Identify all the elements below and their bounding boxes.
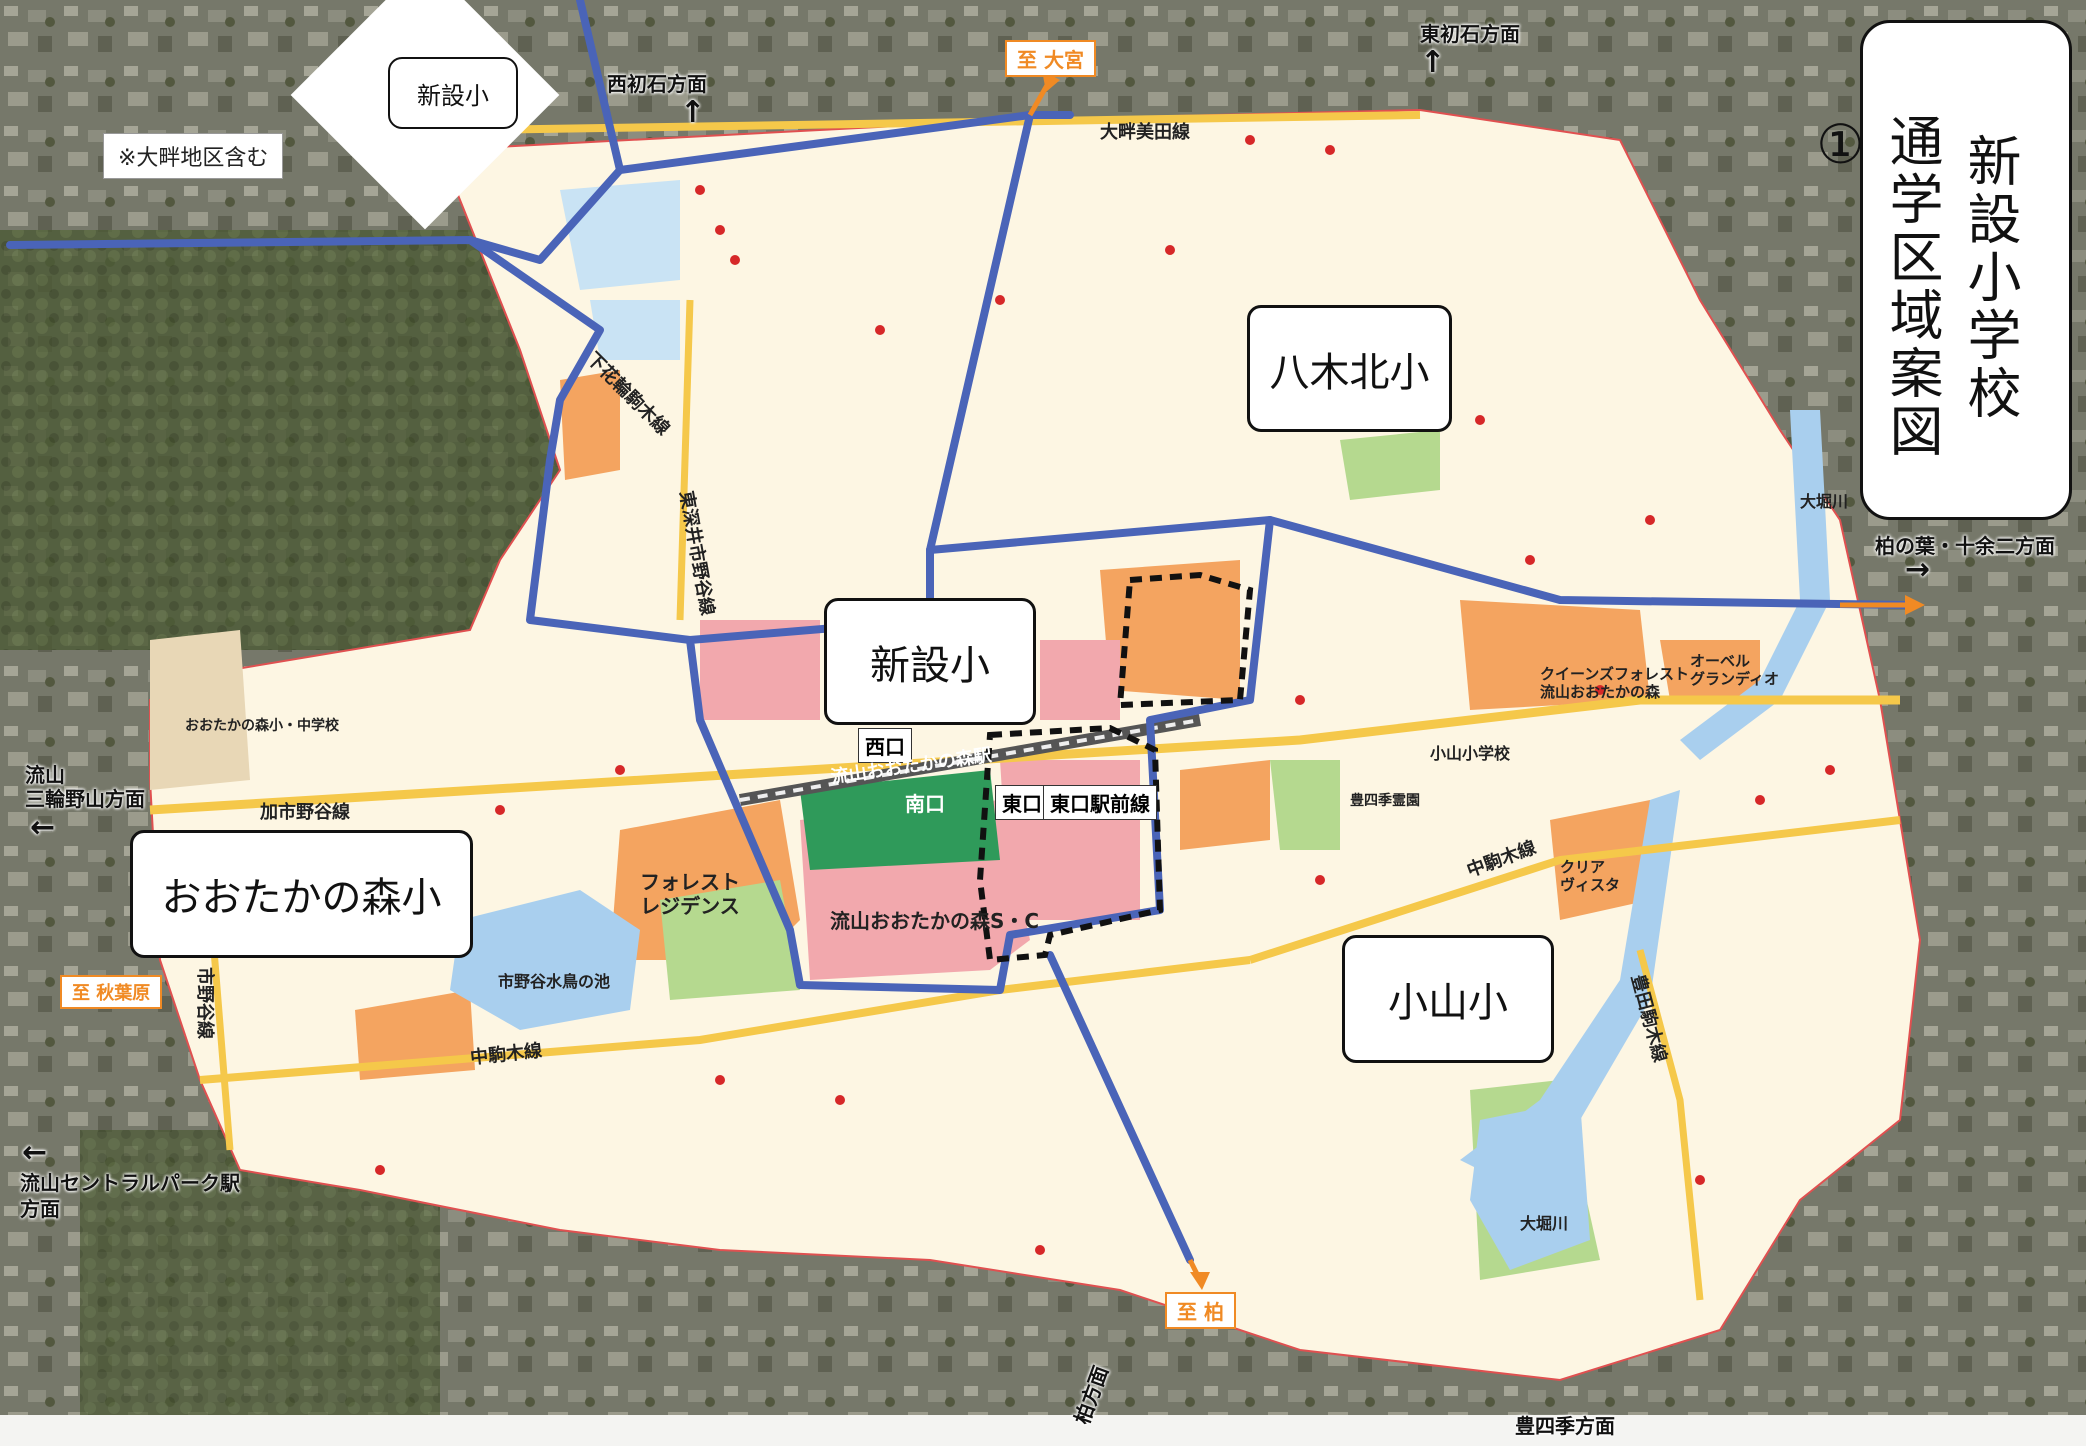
arrow-left-icon: ← [30, 810, 56, 845]
residential-zone-h [150, 630, 250, 790]
poi-markers [375, 135, 1835, 1255]
dashed-area-east-exit [976, 724, 1164, 964]
arrow-head-kashiwa [1190, 1272, 1210, 1290]
school-label-shinsetsu-top: 新設小 [388, 57, 518, 129]
landmark-toyoshiki-dai: 豊四季霊園 [1350, 793, 1420, 809]
residential-zone-e [1550, 800, 1650, 920]
ohori-river-pond [1470, 1100, 1590, 1270]
residential-zone-i [1660, 640, 1760, 700]
landmark-otakanomori-es: おおたかの森小・中学校 [185, 718, 339, 734]
arrow-right-icon: → [1905, 552, 1931, 587]
direction-kashiwa-tokane: 柏の葉・十余二方面 [1875, 534, 2055, 558]
school-label-otakanomori: おおたかの森小 [130, 830, 473, 958]
arrow-up-icon-east: ↑ [1420, 45, 1446, 80]
railway-track [739, 718, 1201, 802]
ohori-river-north [1680, 410, 1830, 760]
note-obata: ※大畔地区含む [103, 133, 284, 179]
direction-to-omiya: 至 大宮 [1005, 40, 1096, 77]
water-north-block-2 [590, 300, 680, 360]
arrow-head-east [1905, 595, 1925, 615]
landmark-forest-residence: フォレスト レジデンス [640, 870, 740, 918]
school-label-yagi-kita: 八木北小 [1247, 305, 1452, 432]
road-toyota [1636, 949, 1704, 1301]
direction-higashi-hatsuishi: 東初石方面 [1420, 22, 1520, 46]
map-title-line2: 通学区域案図① [1809, 113, 1943, 461]
landmark-queens-forest: クイーンズフォレスト 流山おおたかの森 [1540, 665, 1689, 701]
map-title-box: 新設小学校 通学区域案図① [1809, 20, 2072, 520]
station-nishiguchi: 西口 [858, 728, 912, 763]
landmark-ohori-south: 大堀川 [1520, 1214, 1569, 1233]
road-east-fukai [676, 299, 694, 621]
residential-zone-c [1100, 560, 1240, 700]
station-higashiguchi-line: 東口駅前線 [1043, 785, 1157, 820]
park-green-west [660, 880, 800, 1000]
direction-to-kashiwa: 至 柏 [1165, 1292, 1236, 1329]
forest-area-west [0, 230, 560, 650]
road-nakakomaki-east [1248, 816, 1901, 964]
school-boundary-lines [6, 0, 1914, 1264]
commercial-zone-ne [1040, 640, 1120, 720]
landmark-clear-vista: クリア ヴィスタ [1560, 858, 1621, 894]
arrow-up-icon: ↑ [680, 95, 706, 130]
landmark-ohori-north: 大堀川 [1800, 492, 1849, 511]
direction-to-akiba: 至 秋葉原 [60, 975, 163, 1009]
residential-zone-g [1180, 760, 1270, 850]
landmark-sc: 流山おおたかの森S・C [830, 909, 1040, 933]
direction-nishi-hatsuishi: 西初石方面 [607, 72, 707, 96]
school-label-koyama: 小山小 [1342, 935, 1554, 1063]
landmark-koyama-es: 小山小学校 [1430, 744, 1511, 763]
commercial-zone-north [700, 620, 820, 720]
park-green-east [1270, 760, 1340, 850]
white-bottom-strip [0, 1415, 2086, 1446]
school-label-shinsetsu-center: 新設小 [824, 598, 1036, 725]
water-north-block [560, 180, 680, 290]
landmark-ichinoya-pond: 市野谷水鳥の池 [498, 972, 611, 991]
road-nakakomaki [199, 956, 1251, 1084]
road-label-ichinoya: 市野谷線 [194, 967, 215, 1039]
direction-central-park: 流山セントラルパーク駅 方面 [20, 1171, 240, 1221]
landmark-oberu: オーベル グランディオ [1690, 652, 1779, 688]
residential-zone-d [1460, 600, 1650, 710]
direction-toyoshiki: 豊四季方面 [1515, 1414, 1615, 1438]
road-label-kaichi-noya: 加市野谷線 [260, 802, 350, 823]
map-title-line1: 新設小学校 [1958, 133, 2021, 423]
direction-nagareyama-mitsuno: 流山 三輪野山方面 [25, 763, 145, 811]
station-minamiguchi: 南口 [898, 785, 952, 820]
road-label-obata-mita: 大畔美田線 [1100, 122, 1190, 143]
ichinoya-pond [450, 890, 640, 1030]
station-higashiguchi: 東口 [995, 785, 1049, 820]
residential-zone-f [560, 370, 620, 480]
arrow-left-icon-central: ← [22, 1135, 48, 1170]
commercial-zone-east [1000, 760, 1140, 920]
park-green-north [1340, 430, 1440, 500]
